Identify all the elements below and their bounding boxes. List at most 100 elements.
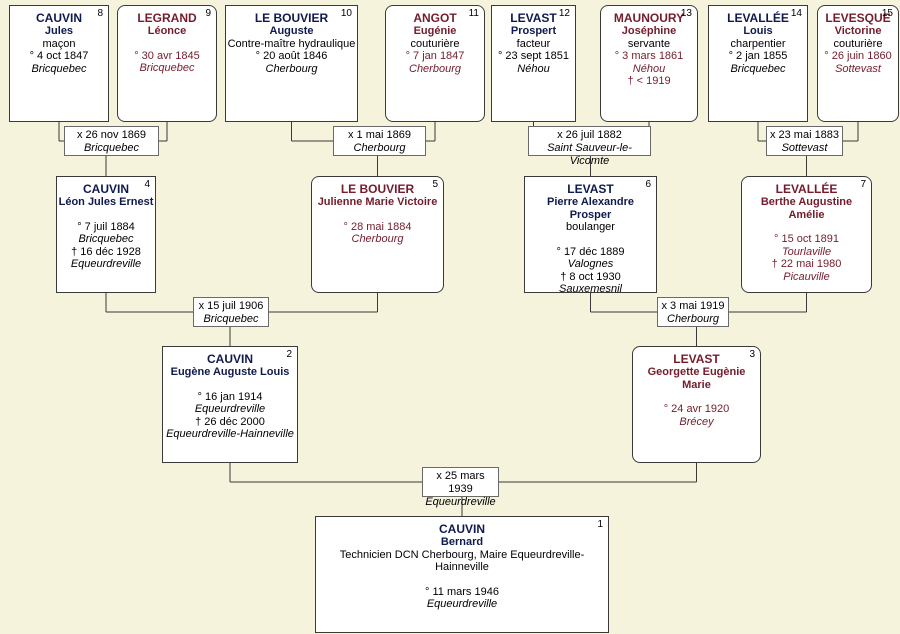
sosa-number: 1 <box>597 519 603 530</box>
birth-place: Cherbourg <box>409 62 461 75</box>
person-given-names: Léonce <box>147 25 187 37</box>
spacer <box>312 209 443 221</box>
death-place: Equeurdreville-Hainneville <box>166 428 294 440</box>
marriage-date: x 26 nov 1869 <box>76 129 147 141</box>
spacer <box>525 234 656 246</box>
marriage-date: x 23 mai 1883 <box>769 129 840 141</box>
marriage-date: x 25 mars 1939 <box>436 470 485 495</box>
person-surname: CAUVIN <box>206 352 253 366</box>
marriage-place: Sottevast <box>781 142 828 154</box>
birth-date: ° 30 avr 1845 <box>134 49 200 62</box>
person-given-names: Eugène Auguste Louis <box>170 366 290 378</box>
birth-date: ° 15 oct 1891 <box>774 233 839 245</box>
person-surname: LE BOUVIER <box>254 11 329 25</box>
person-surname: LEVALLÉE <box>727 11 789 25</box>
birth-place: Sottevast <box>835 62 881 75</box>
spacer <box>742 221 871 233</box>
person-given-names: Joséphine <box>621 25 677 37</box>
death-place: Picauville <box>783 270 830 283</box>
birth-date: ° 28 mai 1884 <box>343 220 412 233</box>
marriage-place: Bricquebec <box>203 313 259 325</box>
spacer <box>316 574 608 586</box>
birth-place: Tourlaville <box>781 245 832 258</box>
sosa-number: 15 <box>881 8 893 19</box>
marriage-date: x 15 juil 1906 <box>198 300 264 312</box>
birth-place: Equeurdreville <box>426 598 498 610</box>
sosa-number: 4 <box>144 179 150 190</box>
person-surname: LE BOUVIER <box>340 182 415 196</box>
marriage-place: Saint Sauveur-le-Vicomte <box>547 142 632 167</box>
death-date: † < 1919 <box>627 75 671 87</box>
sosa-number: 11 <box>468 8 479 19</box>
birth-date: ° 26 juin 1860 <box>824 50 892 62</box>
death-place: Sauxemesnil <box>559 283 622 295</box>
person-surname: LEGRAND <box>137 11 197 25</box>
person-given-names: Georgette Eugènie Marie <box>647 366 746 391</box>
person-surname: LEVAST <box>673 352 720 366</box>
spacer <box>57 209 155 221</box>
sosa-number: 12 <box>558 8 570 19</box>
birth-place: Cherbourg <box>351 233 404 245</box>
person-given-names: Pierre Alexandre Prosper <box>546 196 635 221</box>
person-surname: CAUVIN <box>35 11 82 25</box>
birth-date: ° 2 jan 1855 <box>728 50 788 62</box>
birth-date: ° 20 août 1846 <box>255 50 328 62</box>
spacer <box>633 391 760 403</box>
person-occupation: boulanger <box>566 221 615 233</box>
person-surname: MAUNOURY <box>613 11 685 25</box>
marriage-place: Cherbourg <box>353 142 406 154</box>
death-place: Equeurdreville <box>70 258 142 270</box>
person-occupation: facteur <box>516 37 551 50</box>
marriage-place: Bricquebec <box>83 142 140 154</box>
birth-place: Brécey <box>679 415 714 428</box>
person-given-names: Victorine <box>834 25 882 37</box>
person-given-names: Auguste <box>269 25 314 37</box>
sosa-number: 14 <box>790 8 802 19</box>
sosa-number: 2 <box>286 349 292 360</box>
birth-date: ° 16 jan 1914 <box>197 390 263 403</box>
person-occupation: charpentier <box>730 37 786 50</box>
person-surname: ANGOT <box>413 11 457 25</box>
person-surname: LEVAST <box>567 182 614 196</box>
birth-place: Bricquebec <box>730 62 786 75</box>
birth-place: Néhou <box>632 62 666 75</box>
person-given-names: Bernard <box>440 536 484 548</box>
sosa-number: 10 <box>340 8 352 19</box>
death-date: † 16 déc 1928 <box>71 245 141 258</box>
birth-place: Cherbourg <box>265 62 318 75</box>
person-given-names: Julienne Marie Victoire <box>317 196 438 208</box>
person-occupation: Contre-maître hydraulique <box>227 37 356 50</box>
birth-place: Bricquebec <box>31 62 87 75</box>
death-date: † 22 mai 1980 <box>771 258 842 270</box>
person-given-names: Louis <box>743 25 773 37</box>
marriage-place: Cherbourg <box>667 313 719 325</box>
person-occupation: servante <box>627 37 671 50</box>
birth-date: ° 4 oct 1847 <box>29 50 89 62</box>
person-given-names: Berthe Augustine Amélie <box>760 196 853 221</box>
marriage-place: Equeurdreville <box>425 496 496 508</box>
birth-place: Bricquebec <box>78 233 134 245</box>
birth-date: ° 17 déc 1889 <box>556 245 625 258</box>
sosa-number: 13 <box>680 8 692 19</box>
sosa-number: 9 <box>205 8 211 19</box>
spacer <box>163 379 297 391</box>
